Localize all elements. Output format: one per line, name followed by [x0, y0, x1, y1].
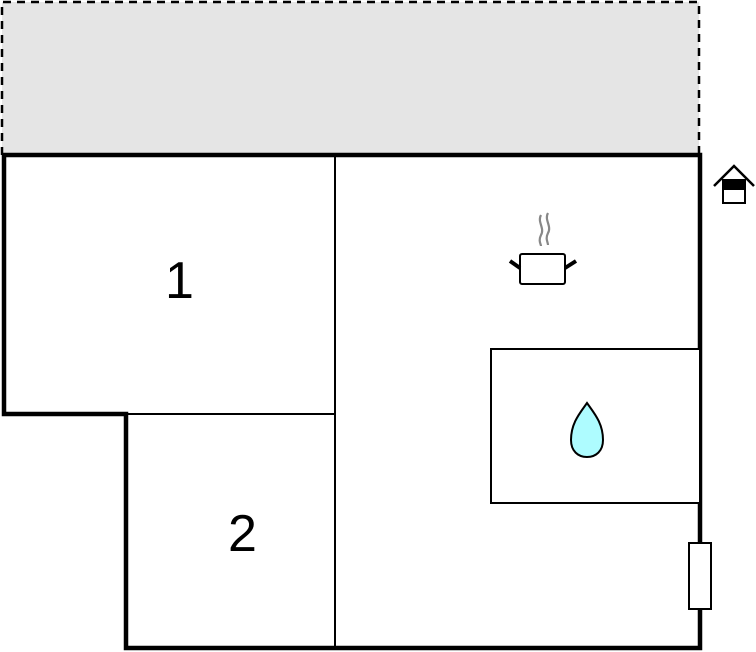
room-2-label: 2 — [228, 505, 257, 563]
house-entrance-icon — [713, 164, 755, 204]
water-drop-icon — [569, 401, 605, 459]
terrace-area — [2, 2, 699, 155]
terrace-dashed-border — [0, 0, 701, 155]
room-1-label: 1 — [165, 252, 194, 310]
window-icon — [688, 542, 712, 610]
cooking-pot-icon — [508, 212, 578, 285]
